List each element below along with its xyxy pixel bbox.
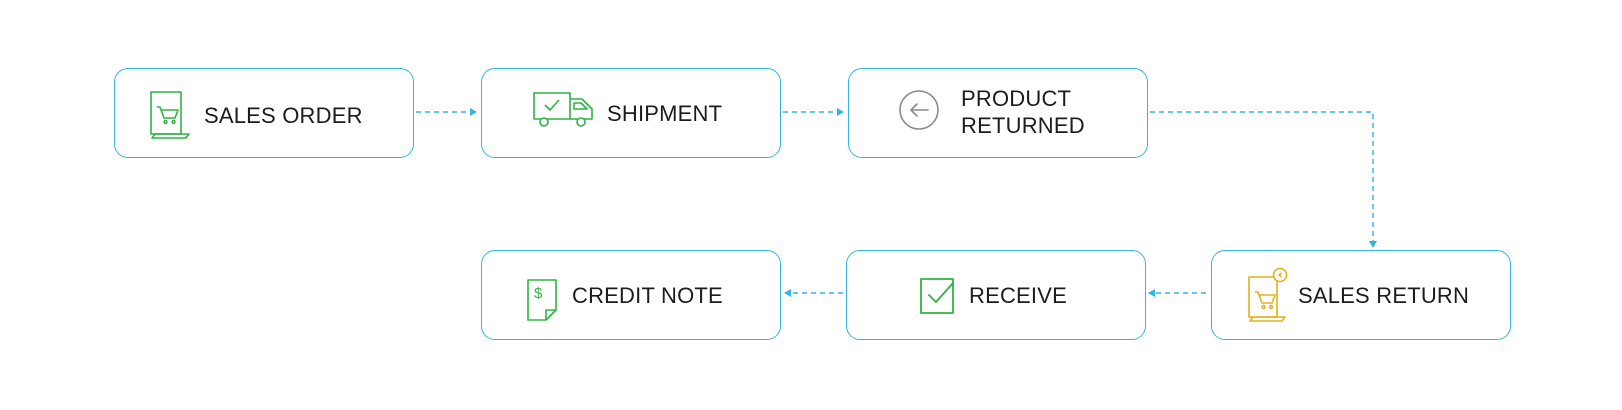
svg-text:$: $: [534, 285, 543, 302]
node-label: CREDIT NOTE: [572, 283, 723, 308]
node-label: SALES ORDER: [204, 103, 363, 128]
node-sales-return[interactable]: SALES RETURN: [1211, 250, 1511, 340]
return-arrow-icon: [899, 90, 939, 130]
node-label: SHIPMENT: [607, 101, 723, 126]
node-product-returned[interactable]: PRODUCT RETURNED: [848, 68, 1148, 158]
node-label: SALES RETURN: [1298, 283, 1470, 308]
node-shipment[interactable]: SHIPMENT: [481, 68, 781, 158]
sales-return-cart-icon: [1248, 267, 1288, 322]
node-sales-order[interactable]: SALES ORDER: [114, 68, 414, 158]
credit-note-dollar-icon: $: [527, 279, 557, 321]
delivery-truck-icon: [533, 92, 593, 127]
connector-product-returned-to-sales-return: [1150, 111, 1377, 248]
sales-order-cart-icon: [150, 91, 190, 139]
node-label: PRODUCT RETURNED: [961, 86, 1085, 138]
node-label: RECEIVE: [969, 283, 1067, 308]
node-receive[interactable]: RECEIVE: [846, 250, 1146, 340]
checkbox-check-icon: [920, 278, 954, 314]
node-credit-note[interactable]: $ CREDIT NOTE: [481, 250, 781, 340]
